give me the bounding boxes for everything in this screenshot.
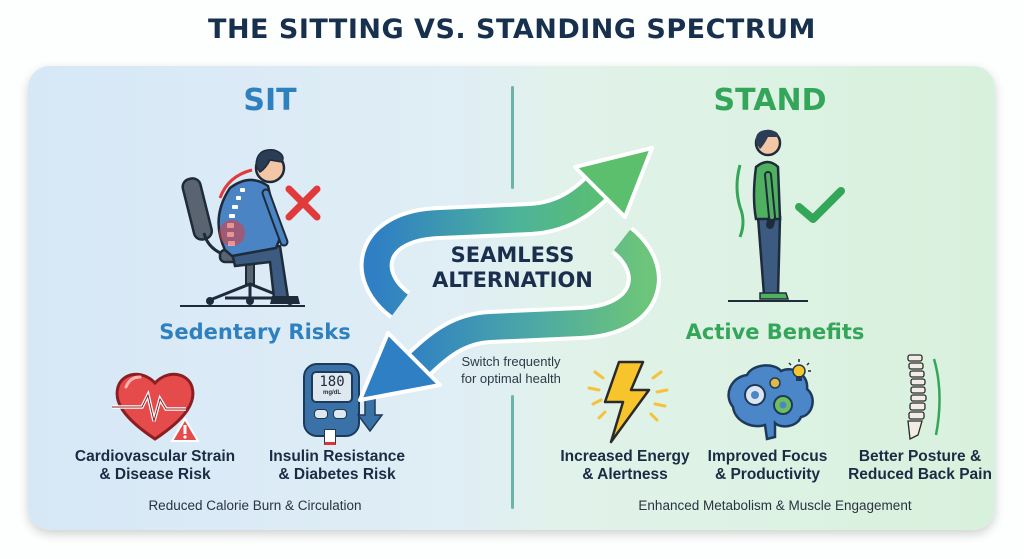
posture-benefit-label: Better Posture & Reduced Back Pain [848,448,992,483]
sit-footer: Reduced Calorie Burn & Circulation [148,498,362,513]
diabetes-risk-label: Insulin Resistance & Diabetes Risk [268,448,406,483]
sedentary-risks-title: Sedentary Risks [159,320,351,344]
glucose-meter-icon: 180 mg/dL [303,363,360,445]
stand-heading: STAND [713,83,827,118]
spine-icon [907,354,941,440]
center-divider-bottom [511,395,514,509]
cardiovascular-risk-label: Cardiovascular Strain & Disease Risk [74,448,236,483]
active-benefits-title: Active Benefits [685,320,865,344]
meter-value: 180 [319,374,345,390]
meter-unit: mg/dL [323,390,341,396]
page-title: THE SITTING VS. STANDING SPECTRUM [208,14,816,45]
upright-standing-person-icon [728,129,808,302]
alternation-arrows-icon [358,146,661,402]
center-divider-top [511,86,514,189]
energy-benefit-label: Increased Energy & Alertness [560,448,690,483]
red-x-icon [285,185,321,221]
seamless-alternation-label: SEAMLESS ALTERNATION [432,243,593,292]
sit-heading: SIT [243,83,297,118]
switch-frequently-note: Switch frequently for optimal health [461,354,561,386]
stand-footer: Enhanced Metabolism & Muscle Engagement [638,498,912,513]
slouched-sitting-person-icon [180,149,305,307]
focus-benefit-label: Improved Focus & Productivity [707,448,828,483]
brain-gears-icon [727,359,814,441]
green-check-icon [795,187,845,223]
heart-warning-icon [112,372,200,442]
lightning-bolt-icon [587,360,669,444]
